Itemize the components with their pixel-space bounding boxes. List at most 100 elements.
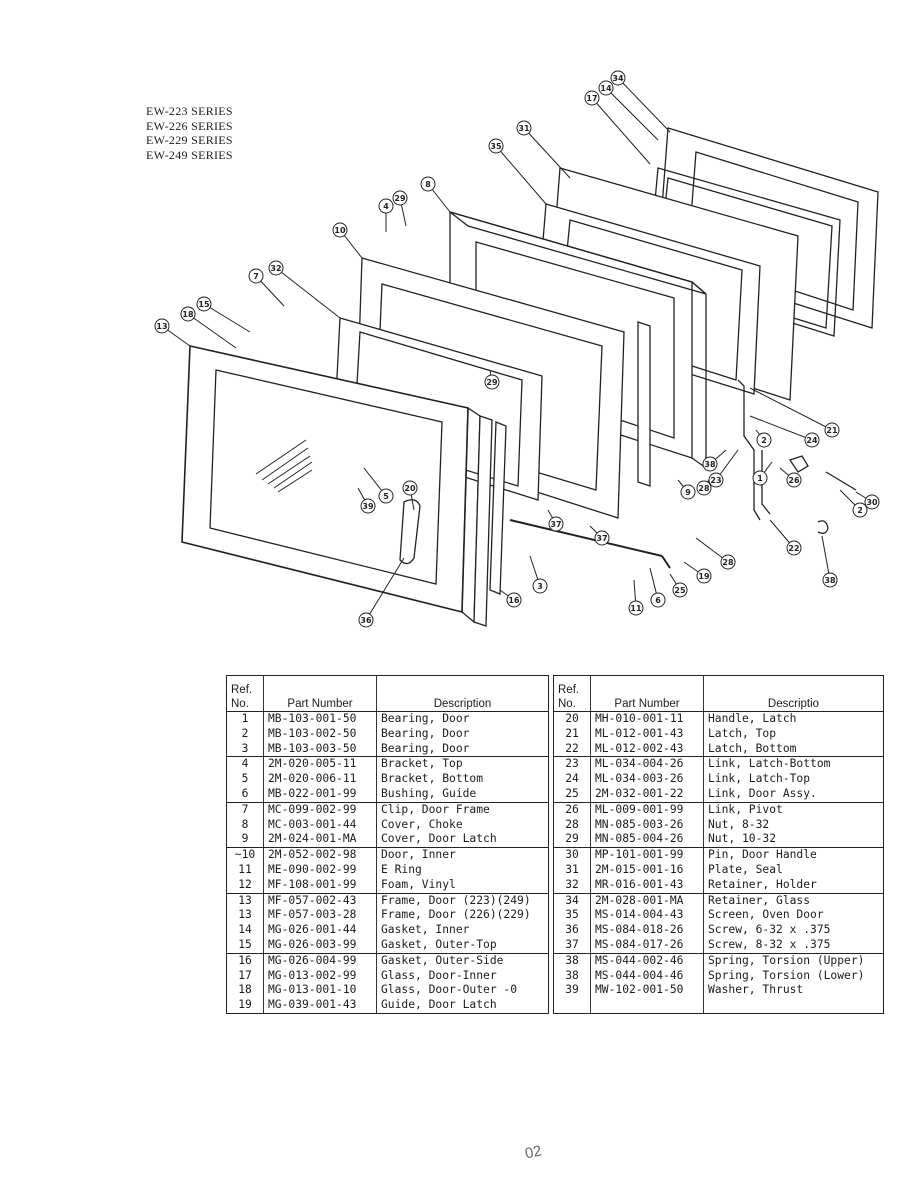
callout-17: 17 [584, 90, 651, 165]
callout-bubble [488, 138, 504, 154]
description-cell: Link, Latch-Top [703, 772, 884, 787]
callout-bubble [786, 472, 802, 488]
callout-bubble [332, 222, 348, 238]
ref-cell: 18 [238, 983, 252, 997]
description-cell: Bearing, Door [376, 711, 549, 727]
ref-cell: 31 [565, 862, 579, 876]
description-cell: Retainer, Holder [703, 877, 884, 894]
part-number-cell: 2M-020-006-11 [263, 772, 377, 787]
part-number-cell: MS-014-004-43 [590, 908, 704, 924]
part-number-cell: MB-022-001-99 [263, 786, 377, 803]
callout-28: 28 [695, 537, 736, 570]
description-cell: Screw, 8-32 x .375 [703, 937, 884, 954]
ref-cell: 3 [226, 741, 264, 758]
callout-label: 38 [704, 460, 716, 469]
callout-label: 18 [182, 310, 194, 319]
callout-bubble [516, 120, 532, 136]
latch-spring [817, 520, 829, 534]
part-number-cell: MS-044-004-46 [590, 968, 704, 984]
exploded-door-diagram: 3414173135842910327151813295203936163373… [154, 70, 880, 628]
leader-line [523, 127, 571, 179]
door-latch-rod [509, 519, 663, 557]
latch-link-lower [761, 450, 771, 515]
callout-label: 6 [655, 596, 661, 605]
part-number-cell: MG-026-001-44 [263, 923, 377, 938]
description-cell: Frame, Door (226)(229) [376, 908, 549, 924]
ref-cell: 15 [226, 937, 264, 954]
description-cell: Glass, Door-Inner [376, 968, 549, 984]
ref-cell: 13 [238, 908, 252, 922]
description-cell: Spring, Torsion (Lower) [703, 968, 884, 984]
part-number-cell [590, 998, 704, 1014]
callout-37: 37 [589, 525, 610, 546]
part-number-cell: 2M-020-005-11 [263, 756, 377, 773]
callout-label: 26 [788, 476, 800, 485]
callout-1: 1 [752, 461, 773, 486]
leader-line [275, 267, 341, 319]
description-cell: Latch, Top [703, 726, 884, 742]
callout-label: 5 [383, 492, 389, 501]
callout-label: 17 [586, 94, 597, 103]
callout-bubble [584, 90, 600, 106]
description-cell: E Ring [376, 862, 549, 878]
callout-4: 4 [378, 198, 394, 232]
callout-label: 21 [826, 426, 838, 435]
callout-37: 37 [547, 509, 564, 532]
callout-bubble [672, 582, 688, 598]
leader-line [365, 557, 405, 621]
description-cell: Screw, 6-32 x .375 [703, 923, 884, 938]
description-cell [703, 998, 884, 1014]
callout-19: 19 [683, 561, 712, 584]
leader-line [203, 303, 251, 333]
description-cell: Plate, Seal [703, 862, 884, 878]
ref-cell: 7 [241, 802, 249, 816]
callout-bubble [598, 80, 614, 96]
part-number-cell: MS-084-018-26 [590, 923, 704, 938]
col-desc-header: Description [376, 675, 549, 712]
callout-label: 13 [156, 322, 167, 331]
callout-31: 31 [516, 120, 571, 179]
callout-9: 9 [677, 479, 696, 500]
callout-16: 16 [499, 589, 522, 608]
part-number-cell: MN-085-003-26 [590, 817, 704, 833]
callout-36: 36 [358, 557, 405, 628]
callout-32: 32 [268, 260, 341, 319]
series-list: EW-223 SERIES EW-226 SERIES EW-229 SERIE… [146, 104, 233, 162]
leader-line [605, 87, 659, 141]
col-part-header: Part Number [263, 675, 377, 712]
ref-cell: 28 [565, 817, 579, 831]
callout-14: 14 [598, 80, 659, 141]
callout-38: 38 [702, 449, 727, 472]
part-number-cell: 2M-028-001-MA [590, 893, 704, 909]
description-cell: Link, Latch-Bottom [703, 756, 884, 773]
part-number-cell: MH-010-001-11 [590, 711, 704, 727]
ref-cell: 20 [565, 712, 579, 725]
ref-cell: 19 [238, 998, 252, 1012]
ref-cell: 25 [553, 786, 591, 803]
part-number-cell: MG-013-001-10 [263, 983, 377, 999]
description-cell: Bearing, Door [376, 726, 549, 742]
part-number-cell: 2M-032-001-22 [590, 786, 704, 803]
ref-cell: 9 [226, 832, 264, 849]
callout-bubble [196, 296, 212, 312]
ref-cell: 36 [565, 923, 579, 937]
description-cell: Bracket, Bottom [376, 772, 549, 787]
ref-cell: 17 [238, 968, 252, 982]
